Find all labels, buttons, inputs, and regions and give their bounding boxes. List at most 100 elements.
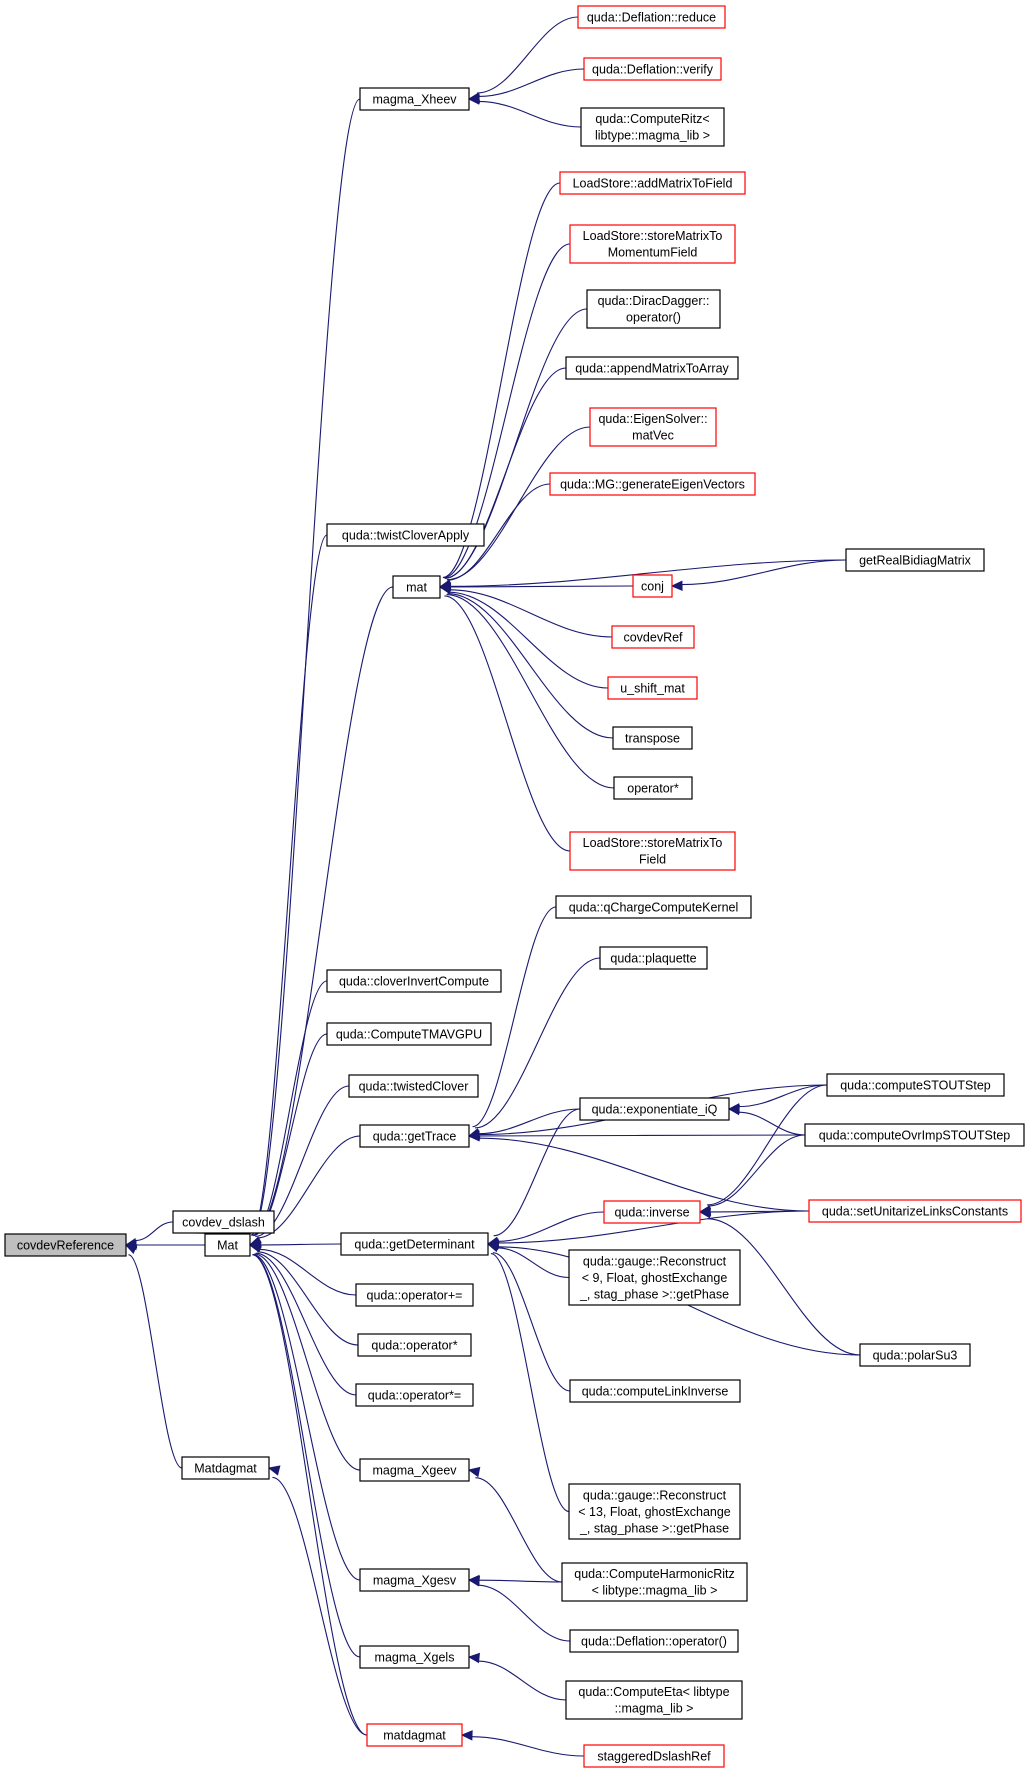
node-box[interactable]	[326, 1022, 492, 1046]
node-plaquette[interactable]: quda::plaquette	[599, 946, 708, 970]
node-box[interactable]	[348, 1074, 479, 1098]
node-box[interactable]	[568, 1249, 741, 1306]
node-computeLinkInverse[interactable]: quda::computeLinkInverse	[569, 1379, 741, 1403]
node-box[interactable]	[565, 356, 739, 380]
node-magma_Xgels[interactable]: magma_Xgels	[359, 1645, 470, 1669]
node-box[interactable]	[559, 171, 746, 195]
node-box[interactable]	[326, 969, 502, 993]
node-computeSTOUTStep[interactable]: quda::computeSTOUTStep	[826, 1073, 1005, 1097]
node-Mat[interactable]: Mat	[204, 1233, 251, 1257]
node-ComputeTMAVGPU[interactable]: quda::ComputeTMAVGPU	[326, 1022, 492, 1046]
node-operatorPlusEq[interactable]: quda::operator+=	[355, 1283, 474, 1307]
node-box[interactable]	[359, 1568, 470, 1592]
node-ComputeHarmonicRitz[interactable]: quda::ComputeHarmonicRitz< libtype::magm…	[561, 1562, 748, 1602]
node-Reconstruct13[interactable]: quda::gauge::Reconstruct< 13, Float, gho…	[568, 1483, 741, 1540]
node-operatorStarEq[interactable]: quda::operator*=	[355, 1383, 474, 1407]
node-transpose[interactable]: transpose	[612, 726, 693, 750]
node-box[interactable]	[326, 523, 485, 547]
node-appendMatrixToArray[interactable]: quda::appendMatrixToArray	[565, 356, 739, 380]
node-operatorStar2[interactable]: operator*	[613, 776, 693, 800]
node-box[interactable]	[583, 1744, 725, 1768]
node-box[interactable]	[359, 87, 470, 111]
node-box[interactable]	[569, 1379, 741, 1403]
node-staggeredDslashRef[interactable]: staggeredDslashRef	[583, 1744, 725, 1768]
node-box[interactable]	[555, 895, 752, 919]
node-box[interactable]	[607, 676, 698, 700]
node-DeflationOperator[interactable]: quda::Deflation::operator()	[569, 1629, 739, 1653]
node-box[interactable]	[204, 1233, 251, 1257]
node-box[interactable]	[611, 625, 695, 649]
node-cloverInvertCompute[interactable]: quda::cloverInvertCompute	[326, 969, 502, 993]
node-box[interactable]	[804, 1123, 1025, 1147]
node-box[interactable]	[577, 5, 726, 29]
node-computeOvrImpSTOUTStep[interactable]: quda::computeOvrImpSTOUTStep	[804, 1123, 1025, 1147]
node-addMatrixToField[interactable]: LoadStore::addMatrixToField	[559, 171, 746, 195]
node-box[interactable]	[859, 1343, 971, 1367]
node-DeflationVerify[interactable]: quda::Deflation::verify	[583, 57, 722, 81]
node-box[interactable]	[586, 289, 721, 329]
node-box[interactable]	[580, 107, 725, 147]
node-twistedClover[interactable]: quda::twistedClover	[348, 1074, 479, 1098]
node-box[interactable]	[172, 1210, 275, 1234]
node-box[interactable]	[549, 472, 756, 496]
node-box[interactable]	[583, 57, 722, 81]
node-covdev_dslash[interactable]: covdev_dslash	[172, 1210, 275, 1234]
node-box[interactable]	[181, 1456, 270, 1480]
node-Reconstruct9[interactable]: quda::gauge::Reconstruct< 9, Float, ghos…	[568, 1249, 741, 1306]
node-magma_Xgesv[interactable]: magma_Xgesv	[359, 1568, 470, 1592]
node-box[interactable]	[340, 1232, 489, 1256]
node-box[interactable]	[569, 831, 736, 871]
node-ComputeRitz[interactable]: quda::ComputeRitz<libtype::magma_lib >	[580, 107, 725, 147]
node-DiracDagger[interactable]: quda::DiracDagger::operator()	[586, 289, 721, 329]
node-box[interactable]	[826, 1073, 1005, 1097]
node-box[interactable]	[845, 548, 985, 572]
node-exponentiate_iQ[interactable]: quda::exponentiate_iQ	[579, 1097, 730, 1121]
node-box[interactable]	[599, 946, 708, 970]
node-box[interactable]	[357, 1333, 472, 1357]
node-box[interactable]	[579, 1097, 730, 1121]
node-box[interactable]	[569, 224, 736, 264]
node-operatorStar1[interactable]: quda::operator*	[357, 1333, 472, 1357]
node-box[interactable]	[612, 726, 693, 750]
node-DeflationReduce[interactable]: quda::Deflation::reduce	[577, 5, 726, 29]
node-box[interactable]	[359, 1458, 470, 1482]
node-polarSu3[interactable]: quda::polarSu3	[859, 1343, 971, 1367]
node-box[interactable]	[4, 1233, 127, 1257]
node-conj[interactable]: conj	[632, 574, 673, 598]
node-box[interactable]	[632, 574, 673, 598]
node-box[interactable]	[569, 1629, 739, 1653]
node-covdevReference[interactable]: covdevReference	[4, 1233, 127, 1257]
node-magma_Xheev[interactable]: magma_Xheev	[359, 87, 470, 111]
node-box[interactable]	[359, 1645, 470, 1669]
node-box[interactable]	[355, 1283, 474, 1307]
node-qChargeComputeKernel[interactable]: quda::qChargeComputeKernel	[555, 895, 752, 919]
node-MGgenerateEigenVectors[interactable]: quda::MG::generateEigenVectors	[549, 472, 756, 496]
node-getTrace[interactable]: quda::getTrace	[359, 1124, 470, 1148]
node-box[interactable]	[613, 776, 693, 800]
node-setUnitarizeLinksConstants[interactable]: quda::setUnitarizeLinksConstants	[808, 1199, 1022, 1223]
node-u_shift_mat[interactable]: u_shift_mat	[607, 676, 698, 700]
node-EigenSolverMatVec[interactable]: quda::EigenSolver::matVec	[589, 407, 717, 447]
node-mat[interactable]: mat	[392, 575, 441, 599]
node-inverse[interactable]: quda::inverse	[603, 1200, 701, 1224]
node-box[interactable]	[568, 1483, 741, 1540]
node-Matdagmat[interactable]: Matdagmat	[181, 1456, 270, 1480]
node-getDeterminant[interactable]: quda::getDeterminant	[340, 1232, 489, 1256]
node-magma_Xgeev[interactable]: magma_Xgeev	[359, 1458, 470, 1482]
node-box[interactable]	[359, 1124, 470, 1148]
node-twistCloverApply[interactable]: quda::twistCloverApply	[326, 523, 485, 547]
node-box[interactable]	[603, 1200, 701, 1224]
node-box[interactable]	[589, 407, 717, 447]
node-box[interactable]	[565, 1680, 743, 1720]
node-covdevRef[interactable]: covdevRef	[611, 625, 695, 649]
node-box[interactable]	[355, 1383, 474, 1407]
node-box[interactable]	[392, 575, 441, 599]
node-box[interactable]	[808, 1199, 1022, 1223]
node-box[interactable]	[366, 1723, 463, 1747]
node-matdagmat[interactable]: matdagmat	[366, 1723, 463, 1747]
node-ComputeEta[interactable]: quda::ComputeEta< libtype::magma_lib >	[565, 1680, 743, 1720]
node-box[interactable]	[561, 1562, 748, 1602]
node-getRealBidiagMatrix[interactable]: getRealBidiagMatrix	[845, 548, 985, 572]
